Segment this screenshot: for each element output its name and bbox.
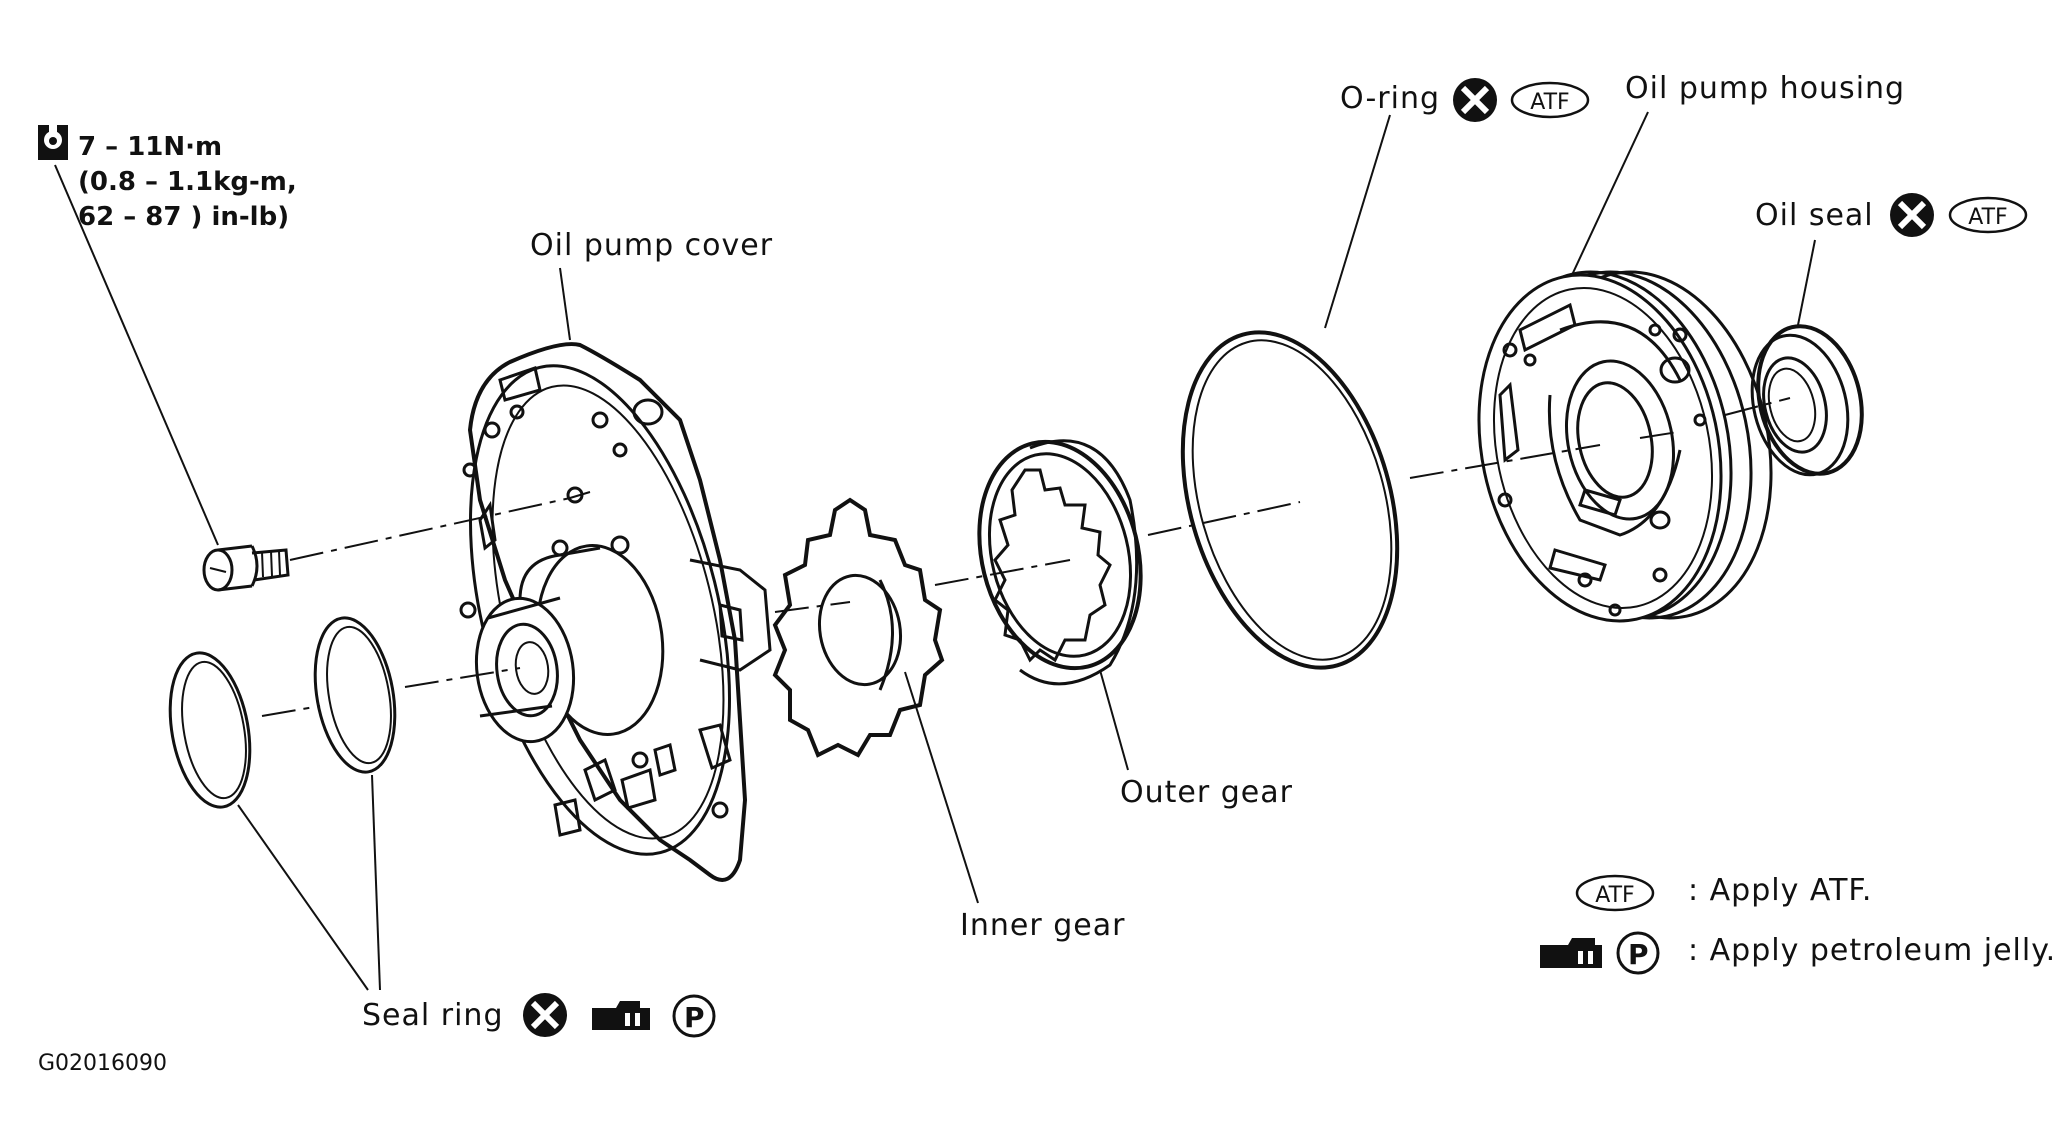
o-ring-leader-line	[1324, 114, 1391, 329]
legend-petroleum-jelly-p-icon: P	[1616, 931, 1660, 975]
oil-pump-cover	[459, 342, 772, 882]
seal-ring-axis-1	[261, 705, 321, 717]
housing-leader-line	[1564, 111, 1649, 291]
label-seal-ring: Seal ring	[362, 998, 503, 1033]
cover-bolt-hole-line	[569, 491, 591, 499]
housing-axis-mid	[1639, 431, 1679, 439]
svg-text:ATF: ATF	[1968, 205, 2007, 230]
legend-petroleum-jelly-tube-icon	[1540, 938, 1602, 968]
housing-axis-left	[1409, 444, 1601, 479]
seal-ring-outer	[168, 651, 252, 809]
svg-text:ATF: ATF	[1595, 883, 1634, 908]
legend-petroleum-text: : Apply petroleum jelly.	[1688, 933, 2055, 968]
o-ring-replace-icon	[1453, 78, 1497, 122]
outer-gear-leader-line	[1099, 669, 1129, 771]
label-oil-pump-cover: Oil pump cover	[530, 228, 773, 263]
seal-ring-replace-icon	[523, 993, 567, 1037]
oil-seal-replace-icon	[1890, 193, 1934, 237]
seal-ring-petroleum-jelly-p-icon: P	[672, 994, 716, 1038]
legend-atf-text: : Apply ATF.	[1688, 873, 1872, 908]
oil-seal	[1750, 324, 1864, 477]
housing-axis-right	[1724, 397, 1791, 416]
legend-atf-icon: ATF	[1575, 874, 1655, 912]
inner-gear-leader-line	[904, 671, 979, 904]
o-ring-axis-line	[1147, 501, 1301, 536]
oil-pump-housing	[1477, 270, 1773, 623]
torque-value: 7 – 11N·m	[78, 132, 222, 162]
seal-ring-leader-2	[371, 774, 381, 991]
o-ring-atf-icon: ATF	[1510, 81, 1590, 119]
seal-ring-leader-1	[237, 804, 369, 991]
outer-gear	[977, 439, 1143, 686]
oil-seal-leader-line	[1797, 239, 1816, 326]
seal-ring-inner	[313, 616, 397, 774]
inner-gear	[772, 497, 945, 758]
label-inner-gear: Inner gear	[960, 908, 1125, 943]
figure-id: G02016090	[38, 1051, 167, 1076]
bolt-axis-line	[289, 497, 571, 561]
seal-ring-axis-2	[404, 667, 521, 688]
seal-ring-petroleum-jelly-tube-icon	[592, 1001, 650, 1030]
label-oil-seal: Oil seal	[1755, 198, 1874, 233]
o-ring	[1180, 330, 1400, 670]
label-oil-pump-housing: Oil pump housing	[1625, 71, 1905, 106]
inner-gear-axis-left	[774, 601, 851, 613]
torque-wrench-icon	[38, 125, 68, 160]
oil-seal-atf-icon: ATF	[1948, 196, 2028, 234]
bolt	[202, 544, 290, 592]
svg-text:P: P	[684, 1001, 705, 1034]
bolt-leader-line	[54, 164, 219, 546]
svg-text:ATF: ATF	[1530, 90, 1569, 115]
label-o-ring: O-ring	[1340, 81, 1440, 116]
cover-leader-line	[559, 267, 571, 341]
torque-inlb: 62 – 87 ) in-lb)	[78, 202, 289, 232]
torque-kgm: (0.8 – 1.1kg-m,	[78, 167, 297, 197]
label-outer-gear: Outer gear	[1120, 775, 1293, 810]
svg-text:P: P	[1628, 938, 1649, 971]
